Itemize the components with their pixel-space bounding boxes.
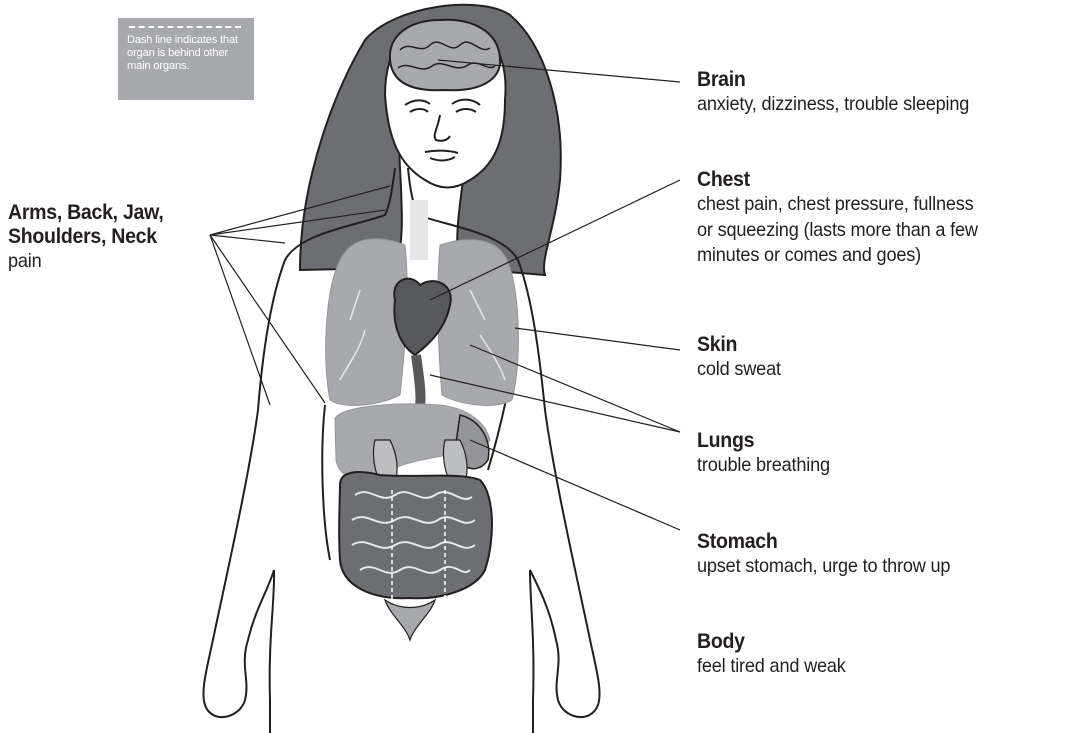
right-lung <box>438 240 519 406</box>
label-body: Body feel tired and weak <box>697 630 857 680</box>
label-brain-desc: anxiety, dizziness, trouble sleeping <box>697 92 969 118</box>
label-chest-desc-2: or squeezing (lasts more than a few <box>697 218 978 244</box>
label-chest-desc-3: minutes or comes and goes) <box>697 243 978 269</box>
pelvic-organs <box>385 600 435 640</box>
trachea <box>410 200 428 260</box>
label-brain-title: Brain <box>697 68 969 92</box>
torso-inner-left <box>322 405 330 560</box>
intestines <box>339 472 492 598</box>
label-arms-desc: pain <box>8 249 163 275</box>
label-skin: Skin cold sweat <box>697 333 787 383</box>
brain <box>390 20 500 90</box>
aorta <box>416 355 421 405</box>
label-skin-desc: cold sweat <box>697 357 781 383</box>
legend-dash-sample <box>129 26 241 28</box>
legend-text: Dash line indicates that organ is behind… <box>127 34 248 73</box>
label-stomach-desc: upset stomach, urge to throw up <box>697 554 950 580</box>
dashed-line-legend: Dash line indicates that organ is behind… <box>118 18 254 100</box>
label-lungs-desc: trouble breathing <box>697 453 830 479</box>
label-brain: Brain anxiety, dizziness, trouble sleepi… <box>697 68 990 118</box>
label-chest: Chest chest pain, chest pressure, fullne… <box>697 168 999 269</box>
label-lungs-title: Lungs <box>697 429 830 453</box>
label-stomach: Stomach upset stomach, urge to throw up <box>697 530 969 580</box>
label-body-title: Body <box>697 630 846 654</box>
label-body-desc: feel tired and weak <box>697 654 846 680</box>
label-chest-desc-1: chest pain, chest pressure, fullness <box>697 192 978 218</box>
label-skin-title: Skin <box>697 333 781 357</box>
label-arms-title-1: Arms, Back, Jaw, <box>8 201 163 225</box>
label-lungs: Lungs trouble breathing <box>697 429 840 479</box>
label-arms: Arms, Back, Jaw, Shoulders, Neck pain <box>8 201 175 275</box>
label-stomach-title: Stomach <box>697 530 950 554</box>
label-chest-title: Chest <box>697 168 978 192</box>
label-arms-title-2: Shoulders, Neck <box>8 225 163 249</box>
